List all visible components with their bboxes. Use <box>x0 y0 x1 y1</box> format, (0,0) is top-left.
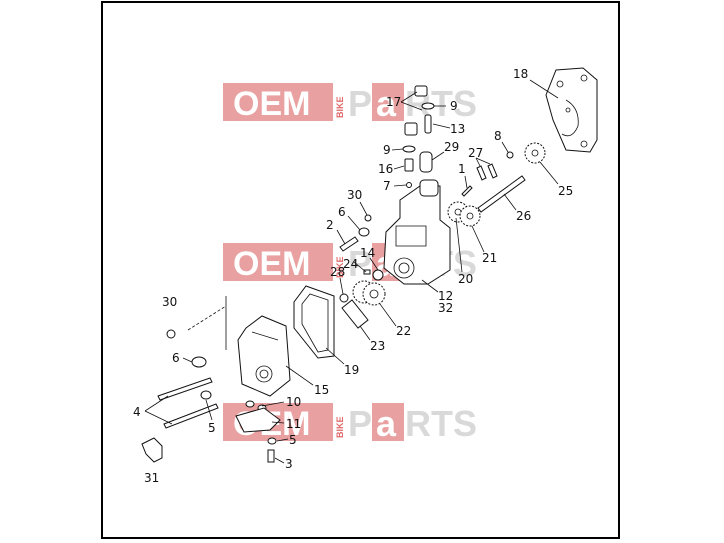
washer-5-left <box>200 390 212 400</box>
bolt-4b <box>163 403 219 429</box>
callout-25: 25 <box>558 184 573 198</box>
callout-17: 17 <box>386 95 401 109</box>
gear-22 <box>352 280 386 306</box>
callout-16: 16 <box>378 162 393 176</box>
callout-29: 29 <box>444 140 459 154</box>
leader-lines <box>144 79 559 464</box>
bushing-29 <box>419 151 433 173</box>
callout-labels: 18 17 9 13 8 29 9 27 16 1 25 7 30 26 6 2… <box>133 67 573 485</box>
watermark-a-text: a <box>376 83 397 124</box>
washer-6-bottom <box>191 356 207 368</box>
watermark-oem-text: OEM <box>233 245 310 283</box>
callout-26: 26 <box>516 209 531 223</box>
callout-19: 19 <box>344 363 359 377</box>
watermark-bike-text: BIKE <box>335 96 345 118</box>
watermark-bike-text: BIKE <box>335 256 345 278</box>
cover-15 <box>237 315 291 397</box>
watermark-rts-text: RTS <box>405 403 477 444</box>
callout-3: 3 <box>285 457 293 471</box>
callout-4: 4 <box>133 405 141 419</box>
fitting-17b <box>404 122 418 136</box>
watermark-p-text: P <box>348 243 372 284</box>
shaft-23 <box>341 299 369 329</box>
ball-7 <box>406 182 412 188</box>
gear-25 <box>524 142 546 164</box>
watermark-bike-text: BIKE <box>335 416 345 438</box>
callout-9-top: 9 <box>450 99 458 113</box>
watermark-a-text: a <box>376 403 397 444</box>
callout-30-bottom: 30 <box>162 295 177 309</box>
washer-6-top <box>358 227 370 237</box>
fitting-31 <box>141 437 163 463</box>
screw-3 <box>267 449 275 463</box>
plug-17 <box>414 85 428 97</box>
washer-5-bottom <box>267 437 277 445</box>
pins-27 <box>476 163 498 181</box>
callout-9-mid: 9 <box>383 143 391 157</box>
bolt-2 <box>339 236 359 252</box>
callout-31: 31 <box>144 471 159 485</box>
seal-28 <box>339 293 349 303</box>
callout-30-top: 30 <box>347 188 362 202</box>
key-24 <box>363 269 371 275</box>
watermark-p-text: P <box>348 403 372 444</box>
callout-8: 8 <box>494 129 502 143</box>
diagram-frame <box>101 1 620 539</box>
callout-10: 10 <box>286 395 301 409</box>
callout-32: 32 <box>438 301 453 315</box>
clip-8 <box>506 151 514 159</box>
callout-13: 13 <box>450 122 465 136</box>
callout-14: 14 <box>360 246 375 260</box>
callout-11: 11 <box>286 417 301 431</box>
callout-21: 21 <box>482 251 497 265</box>
gear-21 <box>459 205 481 227</box>
pump-body-12 <box>383 179 451 285</box>
callout-27: 27 <box>468 146 483 160</box>
callout-5-left: 5 <box>208 421 216 435</box>
watermark-top: OEM BIKE P a RTS <box>223 83 477 124</box>
callout-6-top: 6 <box>338 205 346 219</box>
watermark-p-text: P <box>348 83 372 124</box>
callout-2: 2 <box>326 218 334 232</box>
callout-24: 24 <box>343 257 358 271</box>
washer-9-top <box>421 102 435 110</box>
callout-5-bottom: 5 <box>289 433 297 447</box>
shaft-26 <box>477 175 526 213</box>
callout-18: 18 <box>513 67 528 81</box>
washer-9-mid <box>402 145 416 153</box>
watermark-oem-text: OEM <box>233 85 310 123</box>
gasket-19 <box>293 285 335 359</box>
callout-7: 7 <box>383 179 391 193</box>
callout-28: 28 <box>330 265 345 279</box>
plate-11 <box>235 407 281 433</box>
cover-plate-18 <box>545 67 598 153</box>
spring-16 <box>404 158 414 172</box>
callout-23: 23 <box>370 339 385 353</box>
callout-1: 1 <box>458 162 466 176</box>
bolt-4a <box>157 377 213 401</box>
pin-1 <box>461 185 473 197</box>
screw-30-bottom <box>166 329 176 339</box>
callout-6-bottom: 6 <box>172 351 180 365</box>
callout-15: 15 <box>314 383 329 397</box>
screen-13 <box>424 114 432 134</box>
callout-20: 20 <box>458 272 473 286</box>
screw-30-top <box>364 214 372 222</box>
seal-14 <box>372 269 384 281</box>
callout-22: 22 <box>396 324 411 338</box>
callout-12: 12 <box>438 289 453 303</box>
